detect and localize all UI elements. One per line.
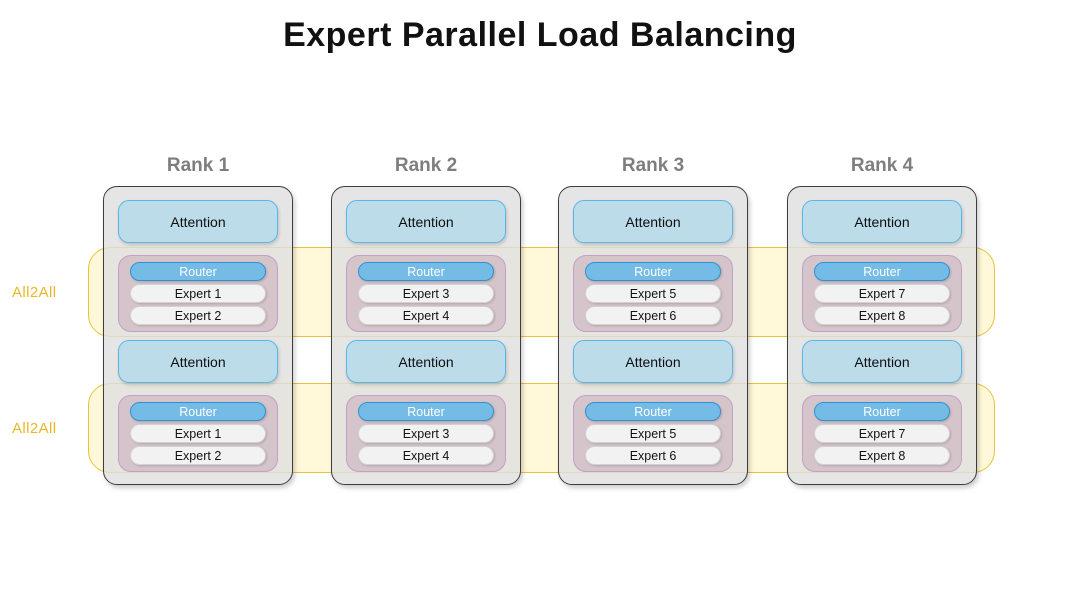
attention-block[interactable]: Attention [346,340,506,383]
moe-block[interactable]: Router Expert 1 Expert 2 [118,395,278,472]
rank-label-1: Rank 1 [166,155,230,176]
attention-block[interactable]: Attention [118,340,278,383]
moe-block[interactable]: Router Expert 7 Expert 8 [802,255,962,332]
expert-pill[interactable]: Expert 1 [130,284,266,303]
moe-block[interactable]: Router Expert 3 Expert 4 [346,255,506,332]
router-pill[interactable]: Router [130,262,266,281]
expert-pill[interactable]: Expert 8 [814,306,950,325]
expert-pill[interactable]: Expert 6 [585,446,721,465]
moe-block[interactable]: Router Expert 1 Expert 2 [118,255,278,332]
router-pill[interactable]: Router [814,262,950,281]
expert-pill[interactable]: Expert 2 [130,306,266,325]
attention-block[interactable]: Attention [118,200,278,243]
all2all-label-1: All2All [12,284,57,301]
expert-pill[interactable]: Expert 7 [814,424,950,443]
moe-block[interactable]: Router Expert 7 Expert 8 [802,395,962,472]
moe-block[interactable]: Router Expert 5 Expert 6 [573,395,733,472]
expert-pill[interactable]: Expert 2 [130,446,266,465]
moe-block[interactable]: Router Expert 5 Expert 6 [573,255,733,332]
rank-label-3: Rank 3 [621,155,685,176]
moe-block[interactable]: Router Expert 3 Expert 4 [346,395,506,472]
router-pill[interactable]: Router [814,402,950,421]
expert-pill[interactable]: Expert 6 [585,306,721,325]
attention-block[interactable]: Attention [573,200,733,243]
page-title: Expert Parallel Load Balancing [283,16,797,54]
all2all-label-2: All2All [12,420,57,437]
expert-pill[interactable]: Expert 1 [130,424,266,443]
router-pill[interactable]: Router [585,262,721,281]
router-pill[interactable]: Router [358,402,494,421]
expert-pill[interactable]: Expert 4 [358,446,494,465]
expert-pill[interactable]: Expert 5 [585,284,721,303]
attention-block[interactable]: Attention [346,200,506,243]
attention-block[interactable]: Attention [802,200,962,243]
expert-pill[interactable]: Expert 3 [358,424,494,443]
router-pill[interactable]: Router [358,262,494,281]
attention-block[interactable]: Attention [802,340,962,383]
rank-label-2: Rank 2 [394,155,458,176]
expert-pill[interactable]: Expert 4 [358,306,494,325]
attention-block[interactable]: Attention [573,340,733,383]
router-pill[interactable]: Router [130,402,266,421]
expert-pill[interactable]: Expert 8 [814,446,950,465]
expert-pill[interactable]: Expert 5 [585,424,721,443]
expert-pill[interactable]: Expert 7 [814,284,950,303]
expert-pill[interactable]: Expert 3 [358,284,494,303]
rank-label-4: Rank 4 [850,155,914,176]
router-pill[interactable]: Router [585,402,721,421]
